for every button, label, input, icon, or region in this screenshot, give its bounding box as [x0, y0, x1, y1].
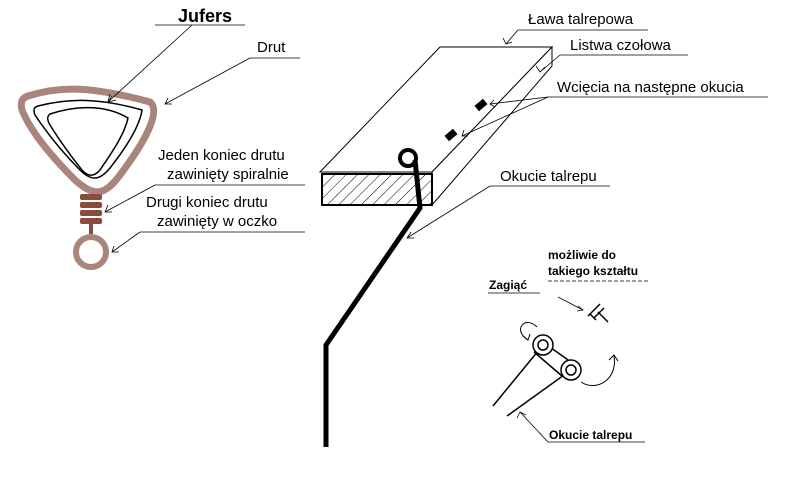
jufers-title: Jufers	[178, 6, 233, 26]
bench-fitting-label: Okucie talrepu	[500, 168, 597, 185]
bench-leaders	[406, 29, 768, 239]
bench-notch-1	[474, 98, 488, 112]
jufers-outer-groove	[33, 99, 143, 179]
jufers-spiral-coil	[80, 194, 102, 234]
shape-symbol	[587, 303, 609, 323]
detail-figure	[488, 280, 648, 443]
jufers-inner-hole	[47, 106, 129, 176]
jufers-arrowheads	[104, 93, 172, 253]
detail-eye-2	[560, 359, 582, 381]
jufers-inner-core	[56, 113, 122, 167]
shape-note-line1: możliwie do	[548, 248, 617, 262]
bench-arrowheads	[406, 37, 546, 239]
bench-front-strip	[321, 173, 433, 206]
detail-rod-1	[492, 344, 544, 407]
bend-label: Zagiąć	[489, 278, 528, 292]
bench-notch-2	[444, 128, 458, 142]
fitting-eye	[398, 148, 418, 168]
front-strip-label: Listwa czołowa	[570, 37, 671, 54]
spiral-end-label-line2: zawinięty spiralnie	[167, 166, 289, 183]
detail-rod-2	[506, 369, 572, 417]
detail-eye-1	[532, 334, 554, 356]
eye-end-label-line2: zawinięty w oczko	[157, 213, 278, 230]
notches-label: Wcięcia na następne okucia	[557, 79, 744, 96]
spiral-end-label-line1: Jeden koniec drutu	[158, 147, 285, 164]
shape-note-line2: takiego kształtu	[548, 264, 639, 278]
bench-label: Ława talrepowa	[528, 11, 634, 28]
jufers-leaders	[104, 24, 305, 253]
jufers-wire-outline	[17, 85, 158, 196]
fitting-rod	[323, 159, 423, 447]
bend-arrow-right	[580, 355, 615, 387]
bench-figure	[318, 45, 554, 447]
jufers-figure	[17, 85, 158, 270]
wire-label: Drut	[257, 39, 286, 56]
eye-end-label-line1: Drugi koniec drutu	[146, 194, 268, 211]
detail-fitting-label: Okucie talrepu	[549, 428, 633, 442]
jufers-eye-loop	[73, 234, 109, 270]
bench-top-face	[318, 46, 554, 173]
